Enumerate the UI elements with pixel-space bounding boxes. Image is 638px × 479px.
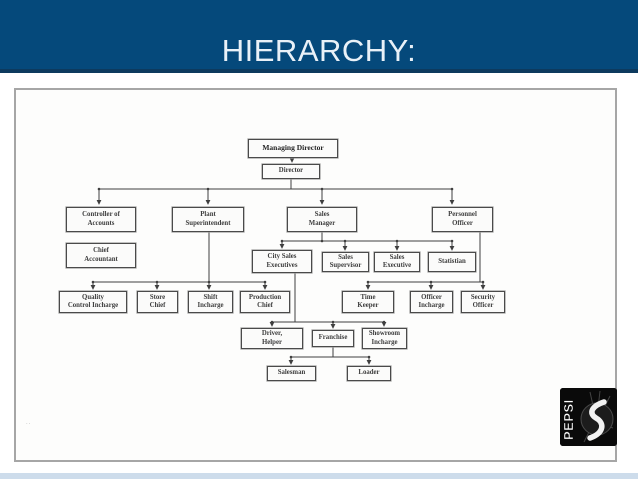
org-node-store-chief: Store Chief [137, 291, 178, 313]
org-node-sales-executive: Sales Executive [374, 252, 420, 272]
page-title: HIERARCHY: [221, 33, 417, 68]
org-node-city-sales-executives: City Sales Executives [252, 250, 312, 273]
org-node-officer-incharge: Officer Incharge [410, 291, 453, 313]
org-node-sales-supervisor: Sales Supervisor [322, 252, 369, 272]
org-node-quality-control-incharge: Quality Control Incharge [59, 291, 127, 313]
org-node-chief-accountant: Chief Accountant [66, 243, 136, 268]
org-node-sales-manager: Sales Manager [287, 207, 357, 232]
scan-artifact-mark: .. [26, 420, 32, 426]
org-node-director: Director [262, 164, 320, 179]
org-node-showroom-incharge: Showroom Incharge [362, 328, 407, 349]
org-node-plant-superintendent: Plant Superintendent [172, 207, 244, 232]
pepsi-logo: PEPSI [560, 388, 617, 446]
bottom-accent-strip [0, 473, 638, 479]
org-node-managing-director: Managing Director [248, 139, 338, 158]
org-node-salesman: Salesman [267, 366, 316, 381]
pepsi-swirl-icon [587, 399, 607, 441]
org-node-time-keeper: Time Keeper [342, 291, 394, 313]
org-node-statistian: Statistian [428, 252, 476, 272]
org-node-franchise: Franchise [312, 330, 354, 347]
org-node-controller-of-accounts: Controller of Accounts [66, 207, 136, 232]
pepsi-wordmark: PEPSI [561, 399, 576, 440]
pepsi-logo-art: PEPSI [560, 388, 617, 446]
org-node-shift-incharge: Shift Incharge [188, 291, 233, 313]
slide-header: HIERARCHY: [0, 0, 638, 73]
org-node-driver-helper: Driver, Helper [241, 328, 303, 349]
org-node-personnel-officer: Personnel Officer [432, 207, 493, 232]
org-node-production-chief: Production Chief [240, 291, 290, 313]
org-node-loader: Loader [347, 366, 391, 381]
chart-panel [14, 88, 617, 462]
org-node-security-officer: Security Officer [461, 291, 505, 313]
